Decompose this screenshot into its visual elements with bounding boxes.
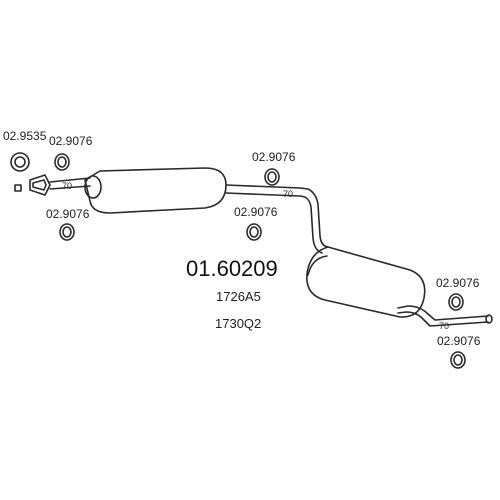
part-label-02-9076-right-bottom: 02.9076 — [437, 334, 481, 348]
middle-pipe — [225, 184, 329, 254]
main-part-number: 01.60209 — [186, 256, 278, 281]
clamp-right-bottom — [450, 351, 466, 369]
front-silencer — [84, 167, 227, 214]
inlet-pipe — [49, 177, 91, 190]
part-label-02-9076-middle-top: 02.9076 — [252, 150, 296, 164]
clamp-right-top — [448, 293, 464, 311]
part-label-02-9076-bottom-left: 02.9076 — [46, 207, 90, 221]
clamp-middle-top — [264, 168, 280, 186]
clamp-middle-bottom — [246, 223, 262, 241]
part-label-02-9076-middle-bottom: 02.9076 — [234, 205, 278, 219]
end-marker — [14, 184, 22, 192]
part-label-02-9076-top-left: 02.9076 — [49, 134, 93, 148]
rear-silencer — [306, 246, 426, 318]
gasket-02-9535 — [10, 152, 30, 172]
tail-pipe — [397, 305, 489, 327]
svg-text:70: 70 — [283, 189, 293, 199]
oe-code-2: 1730Q2 — [215, 316, 262, 331]
clamp-bottom-left — [59, 223, 75, 241]
part-label-02-9076-right-top: 02.9076 — [436, 276, 480, 290]
svg-text:70: 70 — [439, 321, 449, 331]
oe-code-1: 1726A5 — [216, 289, 261, 304]
clamp-top-left — [54, 153, 70, 171]
part-label-02-9535: 02.9535 — [3, 129, 47, 143]
svg-text:70: 70 — [62, 181, 72, 191]
inlet-flange — [29, 174, 51, 196]
